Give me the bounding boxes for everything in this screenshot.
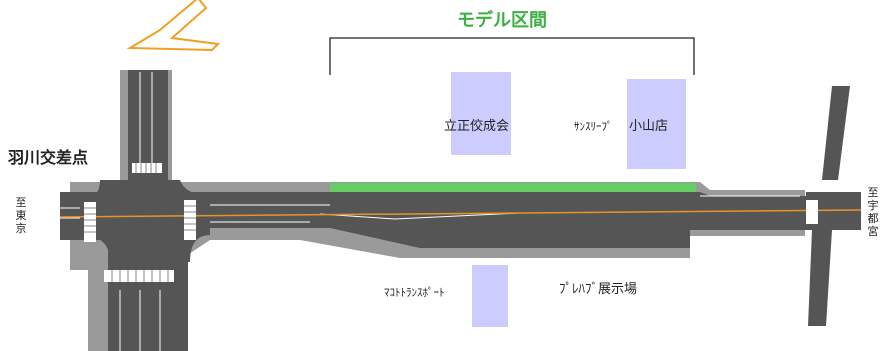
model-section-label: モデル区間 — [457, 10, 547, 31]
to-utsunomiya-label: 至宇都宮 — [867, 186, 879, 238]
to-tokyo-label: 至東京 — [15, 196, 27, 235]
sunsleep-building — [627, 79, 686, 169]
prefab-label: ﾌﾟﾚﾊﾌﾞ展示場 — [559, 282, 638, 297]
sunsleep-store-label: 小山店 — [629, 119, 669, 134]
roads — [60, 70, 861, 351]
model-section-bracket — [329, 37, 695, 75]
lane-markings — [60, 72, 800, 351]
sunsleep-prefix-label: ｻﾝｽﾘｰﾌﾟ — [574, 120, 613, 133]
intersection-label: 羽川交差点 — [8, 148, 89, 167]
arrow-icon — [126, 0, 221, 52]
makoto-label: ﾏｺﾄﾄﾗﾝｽﾎﾟｰﾄ — [384, 286, 445, 299]
rissho-building — [451, 72, 511, 155]
rissho-label: 立正佼成会 — [444, 119, 510, 134]
crosswalk-stripes — [84, 163, 196, 282]
model-section-line — [330, 183, 696, 192]
makoto-building — [472, 265, 508, 327]
